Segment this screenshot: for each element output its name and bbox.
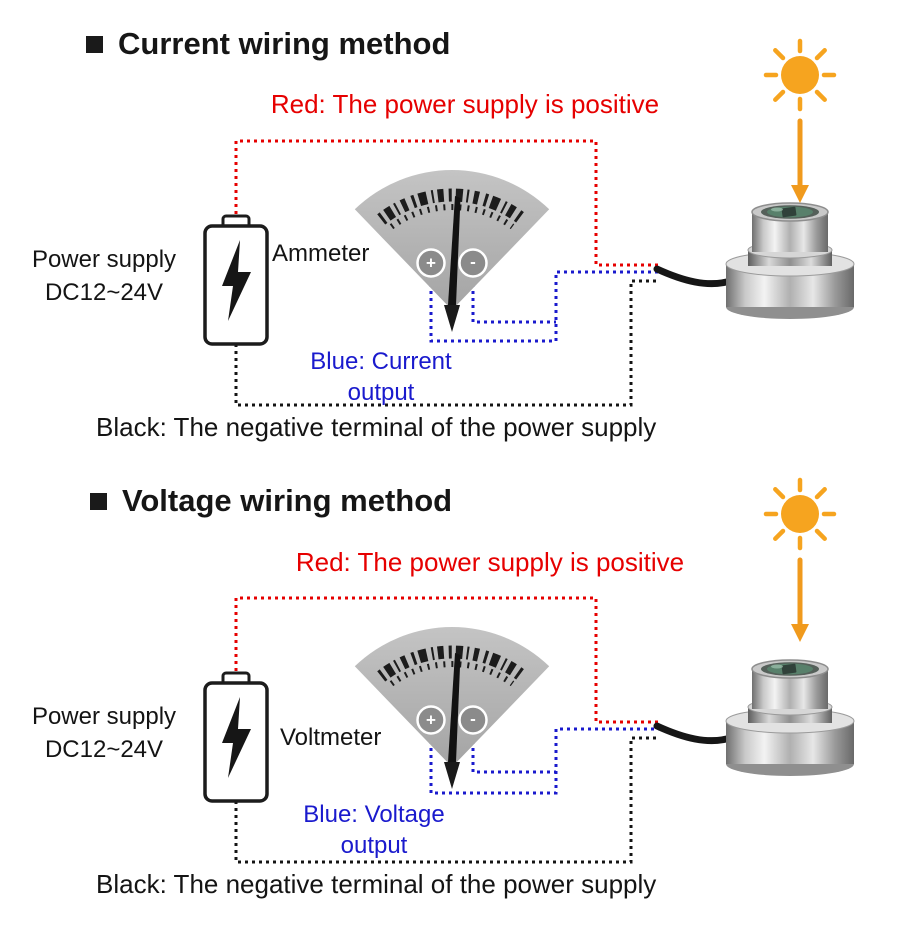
blue-current-output-wire [429, 270, 660, 343]
blue-wire-caption: Blue: Current output [283, 346, 479, 408]
voltmeter-minus-terminal: - [470, 709, 476, 729]
black-wire-caption: Black: The negative terminal of the powe… [96, 412, 657, 442]
power-supply-caption: Power supply DC12~24V [8, 700, 200, 766]
blue-current-return-wire [471, 277, 556, 324]
voltage-wiring-section-art [203, 480, 854, 864]
black-negative-wire [234, 279, 660, 407]
power-supply-line1: Power supply [31, 246, 177, 273]
square-bullet-icon [90, 492, 107, 510]
section-title-voltage: Voltage wiring method [90, 483, 452, 519]
current-wiring-section-art [203, 41, 854, 407]
blue-caption-line2: output [347, 379, 415, 406]
light-sensor-device-icon [657, 660, 854, 776]
section-title-text: Voltage wiring method [122, 483, 453, 518]
light-sensor-device-icon [657, 203, 854, 319]
blue-caption-line2: output [340, 832, 408, 859]
power-supply-line1: Power supply [31, 703, 177, 730]
blue-caption-line1: Blue: Voltage [303, 801, 445, 828]
blue-voltage-return-wire [471, 734, 556, 774]
sun-icon [766, 480, 834, 642]
ammeter-caption: Ammeter [272, 240, 370, 267]
blue-voltage-output-wire [429, 727, 660, 795]
voltmeter-plus-terminal: + [426, 710, 436, 730]
power-supply-battery-icon [203, 214, 269, 346]
square-bullet-icon [86, 35, 103, 53]
section-title-text: Current wiring method [118, 26, 451, 61]
sun-icon [766, 41, 834, 203]
black-wire-caption: Black: The negative terminal of the powe… [96, 869, 657, 899]
power-supply-line2: DC12~24V [44, 736, 164, 763]
black-negative-wire [234, 736, 660, 864]
power-supply-caption: Power supply DC12~24V [8, 243, 200, 309]
red-wire-caption: Red: The power supply is positive [295, 547, 685, 577]
power-supply-battery-icon [203, 671, 269, 803]
ammeter-gauge-icon [355, 170, 549, 332]
voltmeter-gauge-icon [355, 627, 549, 789]
ammeter-minus-terminal: - [470, 252, 476, 272]
red-wire-caption: Red: The power supply is positive [270, 89, 660, 119]
ammeter-plus-terminal: + [426, 253, 436, 273]
voltmeter-caption: Voltmeter [280, 724, 382, 751]
blue-caption-line1: Blue: Current [310, 348, 452, 375]
power-supply-line2: DC12~24V [44, 279, 164, 306]
section-title-current: Current wiring method [86, 26, 450, 62]
blue-wire-caption: Blue: Voltage output [276, 799, 472, 861]
